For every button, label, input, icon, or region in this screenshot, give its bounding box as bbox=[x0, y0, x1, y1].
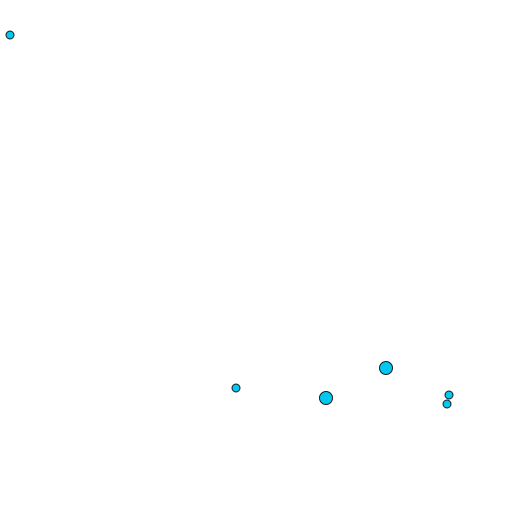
circle-marker-icon[interactable] bbox=[5, 30, 15, 40]
circle-marker-icon[interactable] bbox=[379, 361, 393, 375]
circle-marker-icon[interactable] bbox=[231, 383, 241, 393]
circle-marker-icon[interactable] bbox=[442, 399, 452, 409]
circle-marker-icon[interactable] bbox=[444, 390, 454, 400]
circle-marker-icon[interactable] bbox=[319, 391, 333, 405]
